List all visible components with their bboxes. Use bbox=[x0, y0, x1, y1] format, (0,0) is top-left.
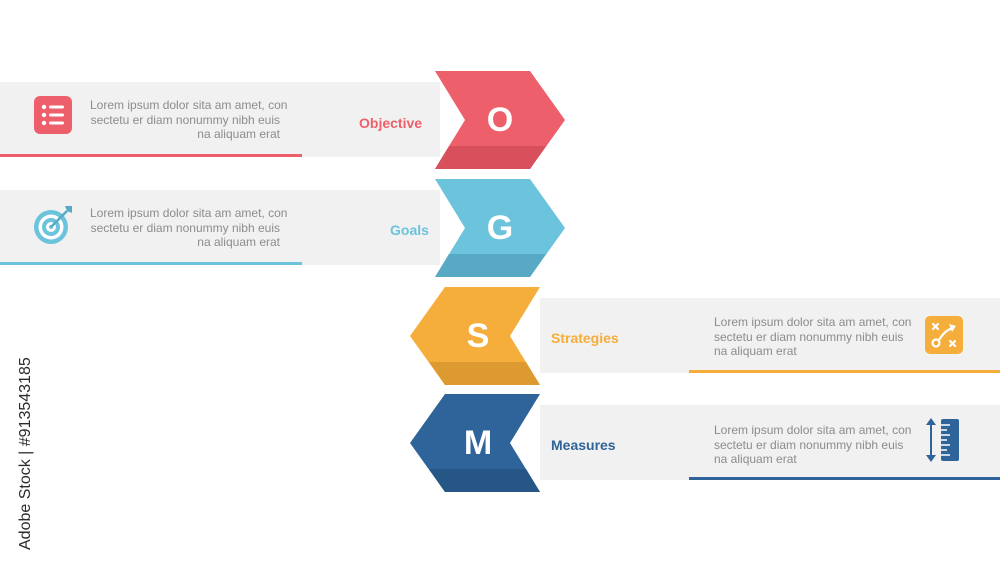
watermark-caption: Adobe Stock | #913543185 bbox=[17, 357, 34, 550]
objective-title: Objective bbox=[359, 115, 423, 131]
strategies-underline bbox=[689, 370, 1000, 373]
measures-letter-arrow: M bbox=[410, 394, 540, 492]
objective-band bbox=[0, 82, 440, 157]
measures-band bbox=[540, 405, 1000, 480]
objective-letter: O bbox=[487, 101, 513, 139]
measures-letter: M bbox=[464, 424, 492, 462]
goals-underline bbox=[0, 262, 302, 265]
measures-underline bbox=[689, 477, 1000, 480]
goals-band bbox=[0, 190, 440, 265]
strategies-letter: S bbox=[467, 317, 490, 355]
objective-letter-arrow: O bbox=[435, 71, 565, 169]
strategies-band bbox=[540, 298, 1000, 373]
target-icon bbox=[34, 206, 72, 244]
strategy-icon bbox=[925, 316, 963, 354]
ruler-icon bbox=[926, 418, 959, 462]
goals-letter-arrow: G bbox=[435, 179, 565, 277]
goals-title: Goals bbox=[390, 222, 429, 238]
strategies-letter-arrow: S bbox=[410, 287, 540, 385]
objective-underline bbox=[0, 154, 302, 157]
svg-text:Adobe Stock | #913543185: Adobe Stock | #913543185 bbox=[17, 357, 34, 550]
strategies-title: Strategies bbox=[551, 330, 619, 346]
measures-title: Measures bbox=[551, 437, 616, 453]
list-icon bbox=[34, 96, 72, 134]
goals-letter: G bbox=[487, 209, 513, 247]
